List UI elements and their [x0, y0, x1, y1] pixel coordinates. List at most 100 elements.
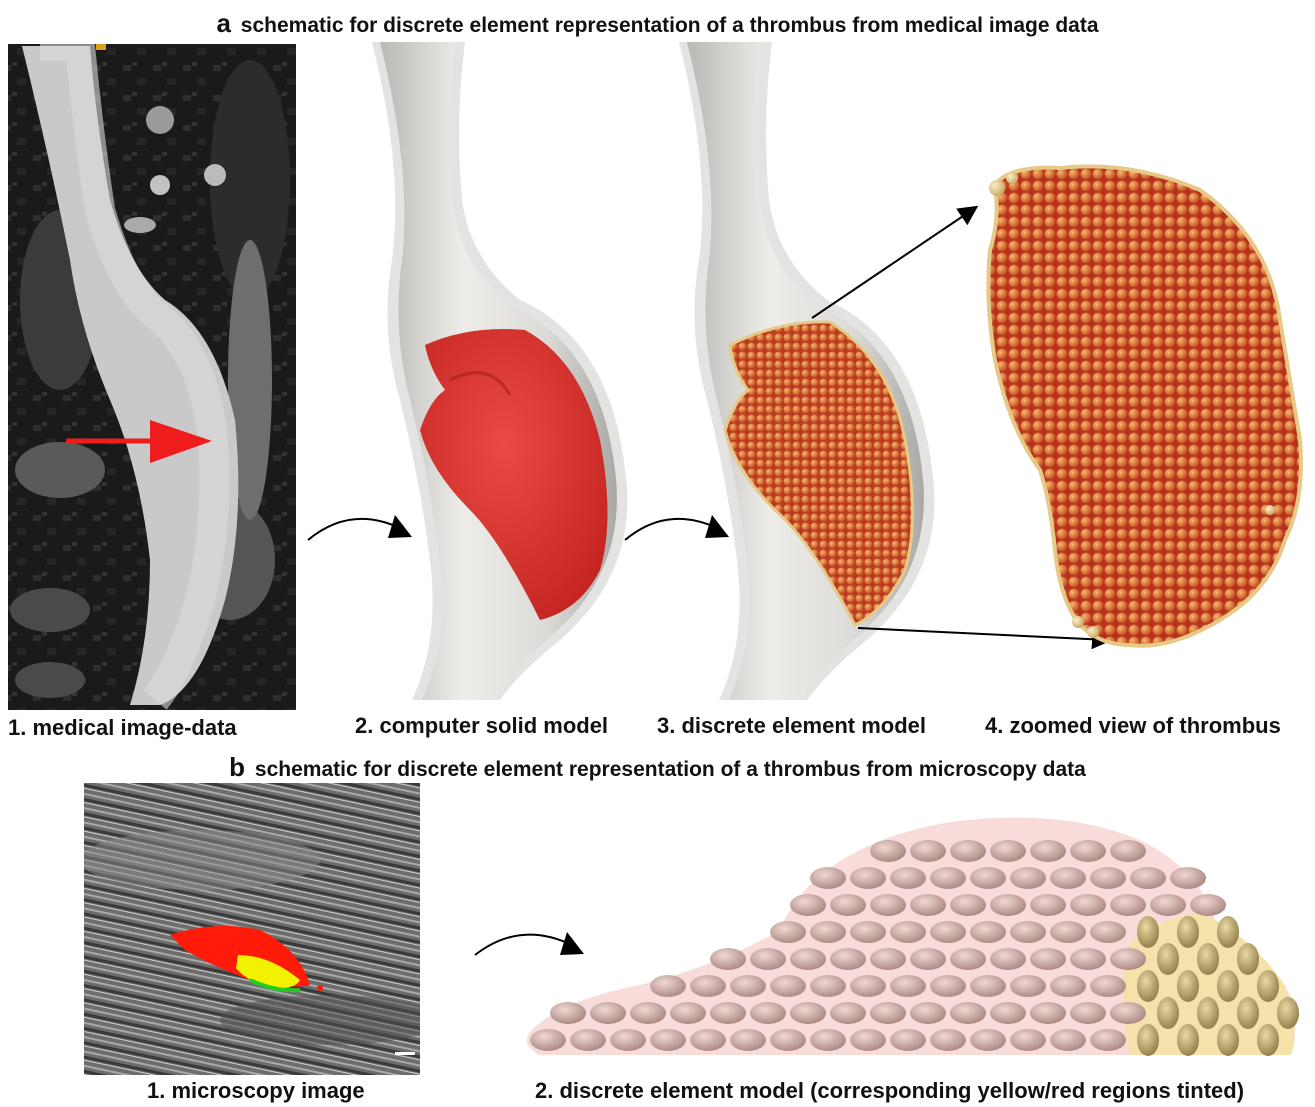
ellipsoid-pink [810, 975, 846, 997]
ellipsoid-pink [910, 948, 946, 970]
ellipsoid-pink [1070, 840, 1106, 862]
ellipsoid-pink [1110, 840, 1146, 862]
ellipsoid-pink [630, 1002, 666, 1024]
ellipsoid-pink [870, 840, 906, 862]
ellipsoid-pink [1050, 1029, 1086, 1051]
curved-arrow-1 [308, 515, 412, 540]
curved-arrow-2 [625, 515, 729, 540]
ellipsoid-pink [690, 1029, 726, 1051]
ellipsoid-tan [1257, 1024, 1279, 1056]
ellipsoid-pink [850, 975, 886, 997]
caption-a1: 1. medical image-data [8, 715, 237, 741]
caption-b2: 2. discrete element model (corresponding… [535, 1078, 1244, 1104]
ellipsoid-tan [1217, 970, 1239, 1002]
section-b-title-text: schematic for discrete element represent… [255, 758, 1086, 781]
ellipsoid-pink [590, 1002, 626, 1024]
ellipsoid-pink [790, 1002, 826, 1024]
ellipsoid-tan [1217, 916, 1239, 948]
ellipsoid-pink [810, 1029, 846, 1051]
ellipsoid-pink [990, 894, 1026, 916]
medical-image [8, 44, 296, 710]
ellipsoid-pink [1070, 894, 1106, 916]
ellipsoid-pink [1090, 1029, 1126, 1051]
solid-model [372, 42, 627, 700]
ellipsoid-pink [810, 867, 846, 889]
ellipsoid-pink [1190, 894, 1226, 916]
ellipsoid-pink [1170, 867, 1206, 889]
ellipsoid-tan [1177, 970, 1199, 1002]
ellipsoid-pink [930, 867, 966, 889]
ellipsoid-pink [790, 894, 826, 916]
ellipsoid-pink [850, 867, 886, 889]
ellipsoid-pink [870, 948, 906, 970]
ellipsoid-pink [970, 921, 1006, 943]
ellipsoid-pink [810, 921, 846, 943]
ellipsoid-pink [870, 894, 906, 916]
ellipsoid-pink [830, 948, 866, 970]
ellipsoid-pink [1110, 948, 1146, 970]
discrete-element-model [679, 42, 934, 700]
ellipsoid-pink [910, 894, 946, 916]
ellipsoid-pink [1070, 948, 1106, 970]
ellipsoid-pink [730, 1029, 766, 1051]
ellipsoid-pink [770, 1029, 806, 1051]
ellipsoid-pink [1090, 867, 1126, 889]
caption-a2: 2. computer solid model [355, 713, 608, 739]
ellipsoid-pink [950, 1002, 986, 1024]
ellipsoid-pink [1010, 867, 1046, 889]
ellipsoid-pink [870, 1002, 906, 1024]
ellipsoid-tan [1137, 916, 1159, 948]
ellipsoid-pink [1070, 1002, 1106, 1024]
ellipsoid-tan [1157, 943, 1179, 975]
ellipsoid-pink [1030, 840, 1066, 862]
ellipsoid-pink [610, 1029, 646, 1051]
ellipsoid-tan [1137, 1024, 1159, 1056]
ellipsoid-pink [930, 1029, 966, 1051]
ellipsoid-pink [830, 894, 866, 916]
ellipsoid-tan [1237, 943, 1259, 975]
ellipsoid-pink [790, 948, 826, 970]
ellipsoid-pink [850, 1029, 886, 1051]
ellipsoid-pink [750, 1002, 786, 1024]
ellipsoid-pink [950, 894, 986, 916]
ellipsoid-pink [750, 948, 786, 970]
ellipsoid-pink [530, 1029, 566, 1051]
ellipsoid-tan [1197, 943, 1219, 975]
ellipsoid-pink [910, 840, 946, 862]
ellipsoid-pink [710, 1002, 746, 1024]
ellipsoid-pink [650, 975, 686, 997]
section-b-title: b schematic for discrete element represe… [0, 752, 1315, 783]
ellipsoid-pink [890, 921, 926, 943]
microscopy-image [80, 783, 440, 1075]
ellipsoid-tan [1277, 997, 1299, 1029]
ellipsoid-pink [970, 1029, 1006, 1051]
ellipsoid-tan [1137, 970, 1159, 1002]
ellipsoid-pink [1130, 867, 1166, 889]
ellipsoid-pink [990, 840, 1026, 862]
ellipsoid-pink [1090, 975, 1126, 997]
ellipsoid-tan [1257, 970, 1279, 1002]
ellipsoid-pink [950, 948, 986, 970]
ellipsoid-pink [550, 1002, 586, 1024]
ellipsoid-pink [1110, 894, 1146, 916]
ellipsoid-pink [1050, 921, 1086, 943]
ellipsoid-pink [970, 975, 1006, 997]
section-b-tag: b [229, 752, 245, 782]
ellipsoid-pink [890, 867, 926, 889]
caption-a3: 3. discrete element model [657, 713, 926, 739]
ellipsoid-pink [910, 1002, 946, 1024]
ellipsoid-tan [1217, 1024, 1239, 1056]
ellipsoid-pink [1010, 921, 1046, 943]
ellipsoid-pink [970, 867, 1006, 889]
zoomed-thrombus [988, 166, 1301, 645]
ellipsoid-pink [690, 975, 726, 997]
ellipsoid-tan [1177, 916, 1199, 948]
curved-arrow-3 [475, 932, 584, 955]
ellipsoid-pink [990, 948, 1026, 970]
caption-a4: 4. zoomed view of thrombus [985, 713, 1281, 739]
ellipsoid-pink [930, 921, 966, 943]
ellipsoid-pink [670, 1002, 706, 1024]
ellipsoid-pink [1110, 1002, 1146, 1024]
ellipsoid-pink [770, 975, 806, 997]
